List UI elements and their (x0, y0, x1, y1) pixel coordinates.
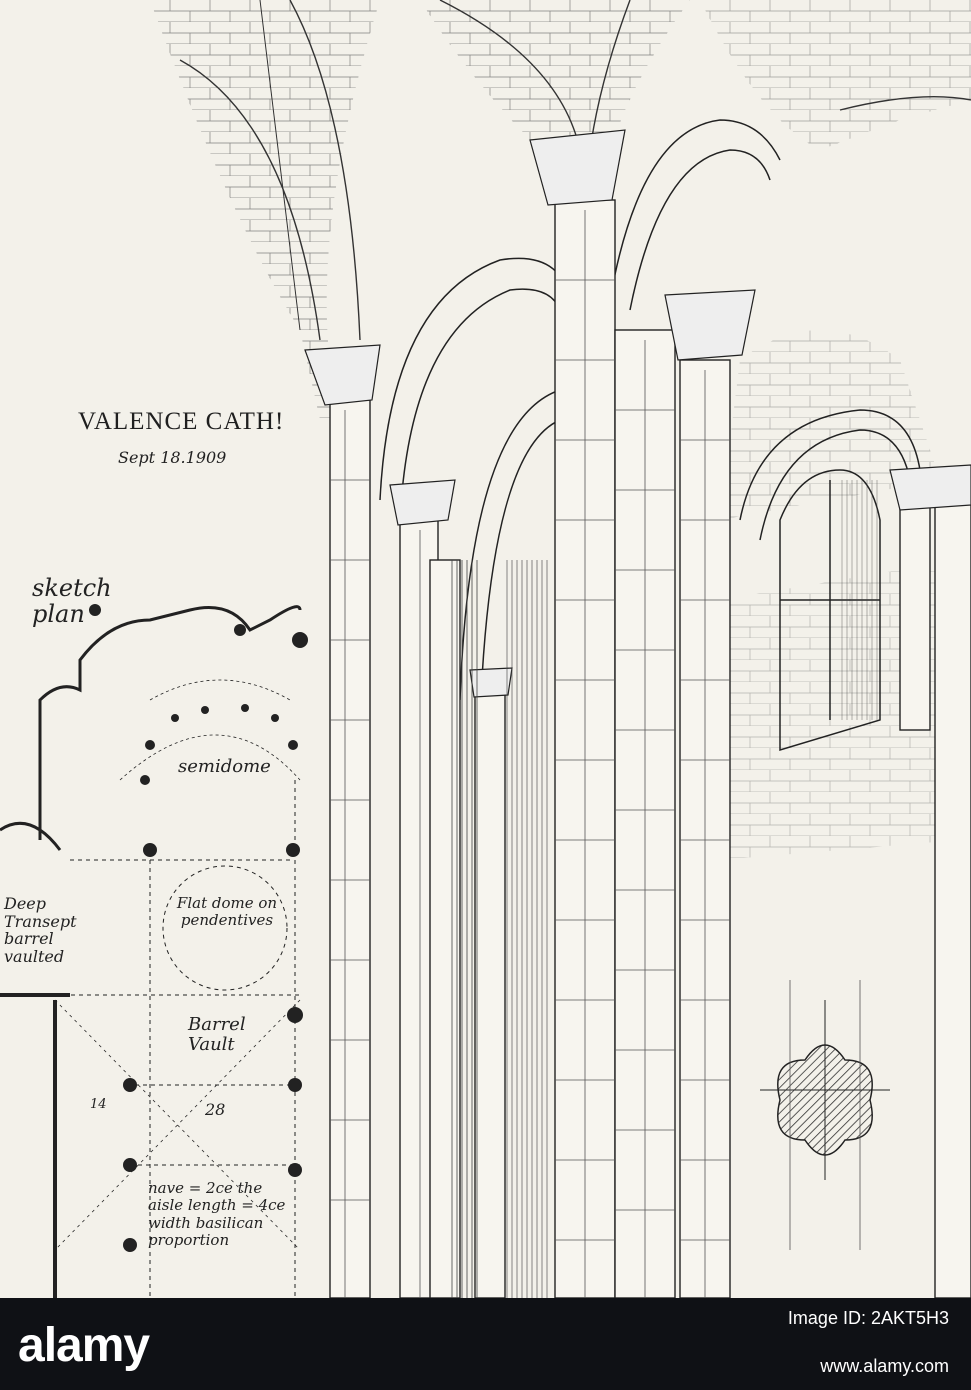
pier-section (760, 980, 890, 1250)
aisle-shadow (448, 480, 880, 1298)
drawing-date: Sept 18.1909 (118, 448, 227, 467)
drawing-title: VALENCE CATH! (78, 408, 285, 435)
alamy-logo: alamy (18, 1319, 150, 1372)
transept-label: Deep Transept barrel vaulted (4, 894, 77, 966)
stock-url: www.alamy.com (820, 1356, 949, 1376)
plan-piers (89, 604, 308, 1252)
flat-dome-label: Flat dome on pendentives (176, 894, 278, 930)
semidome-label: semidome (178, 756, 271, 777)
image-id: Image ID: 2AKT5H3 (787, 1308, 949, 1328)
capitals (304, 129, 971, 698)
barrel-vault-label: Barrel Vault (188, 1014, 246, 1055)
stock-footer: alamy Image ID: 2AKT5H3 www.alamy.com (0, 1298, 971, 1390)
columns (329, 199, 971, 1298)
column-joints (330, 279, 730, 1241)
sketch-image: VALENCE CATH! Sept 18.1909 sketch plan s… (0, 0, 971, 1298)
dimension-14: 14 (90, 1097, 107, 1112)
plan-label: sketch plan (32, 574, 112, 629)
proportion-note: nave = 2ce the aisle length = 4ce width … (148, 1179, 286, 1249)
architectural-drawing (0, 0, 971, 1298)
sketch-plan (0, 605, 302, 1298)
dimension-28: 28 (205, 1100, 226, 1119)
